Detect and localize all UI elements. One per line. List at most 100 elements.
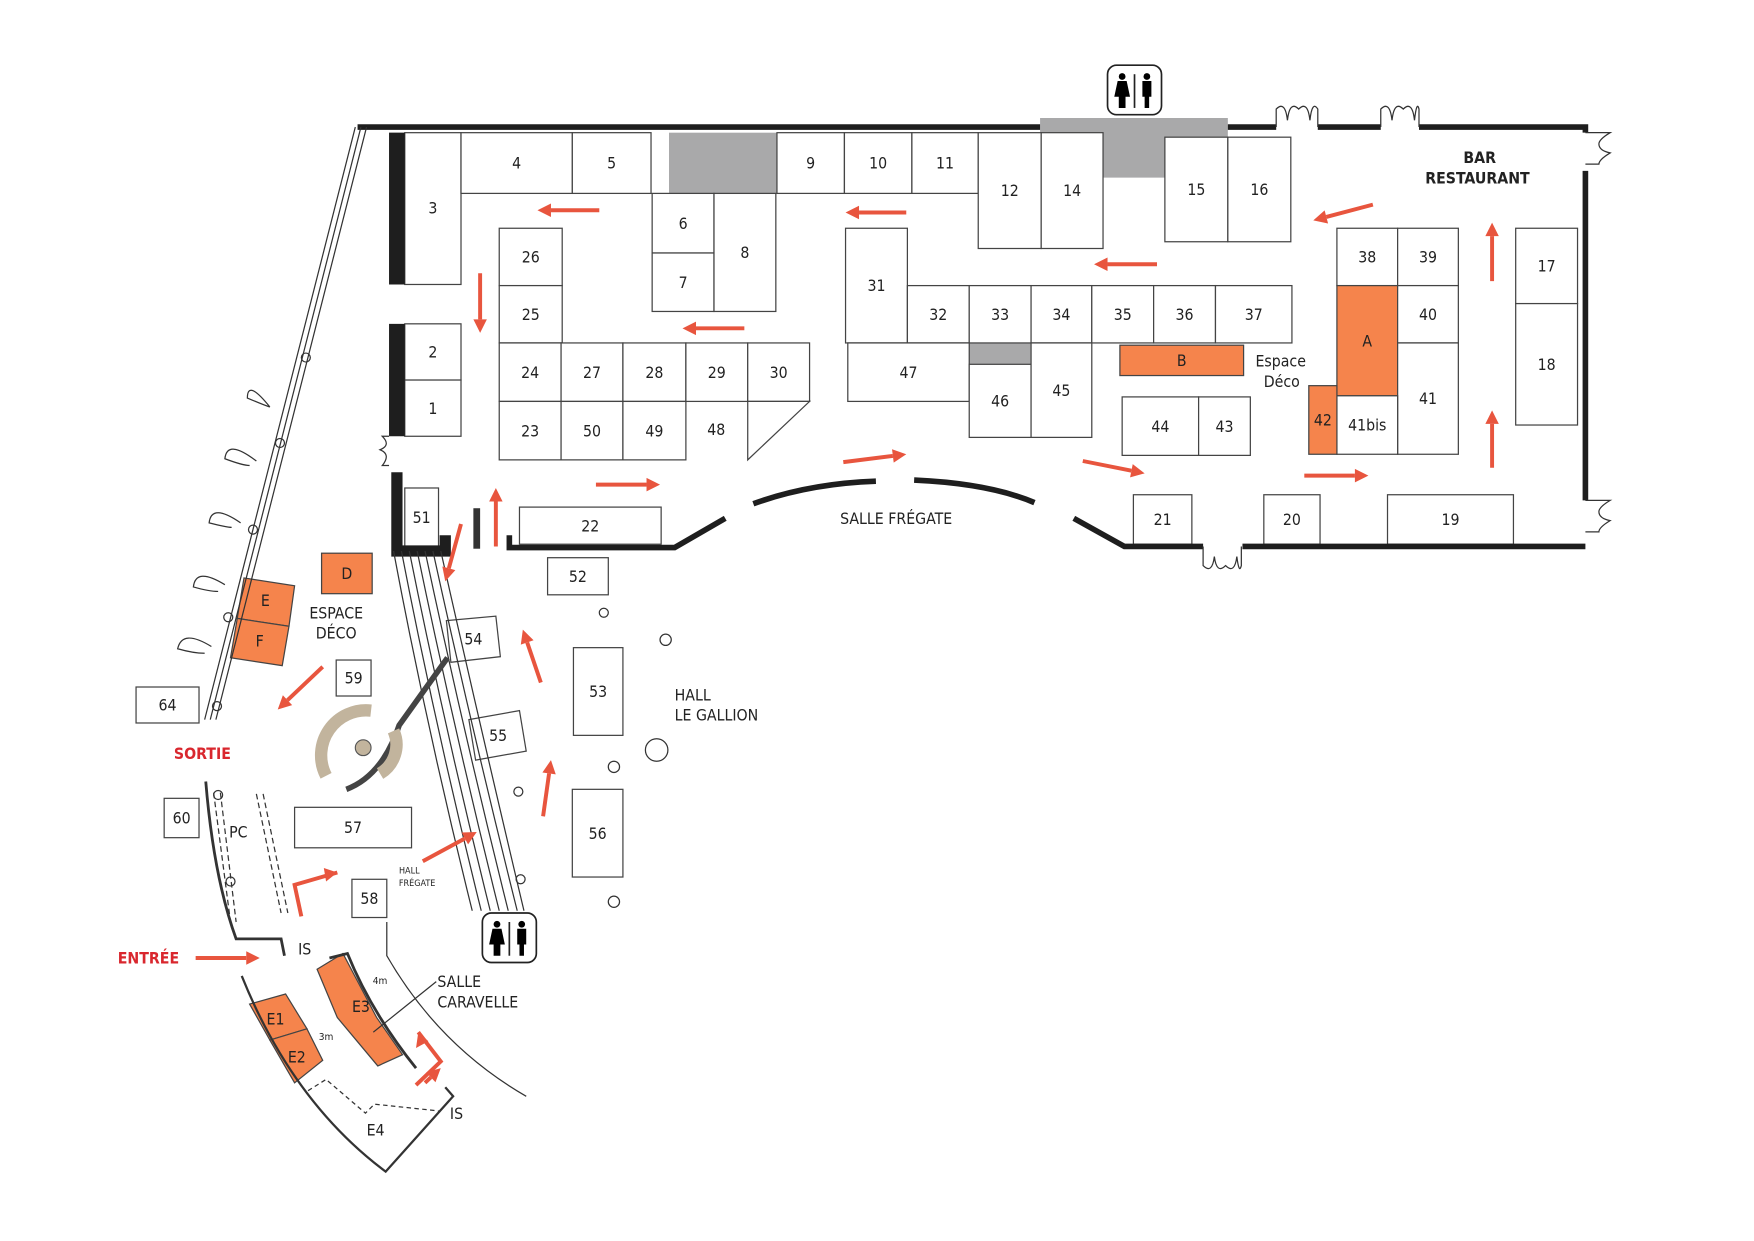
booth-20[interactable]: 20 <box>1263 494 1321 545</box>
booth-40[interactable]: 40 <box>1397 284 1459 344</box>
booth-outline <box>320 552 373 595</box>
booth-7[interactable]: 7 <box>651 252 715 313</box>
booth-29[interactable]: 29 <box>685 342 749 403</box>
booth-30[interactable]: 30 <box>747 342 811 403</box>
booth-46[interactable]: 46 <box>968 363 1032 439</box>
booth-47[interactable]: 47 <box>847 342 970 403</box>
booth-11[interactable]: 11 <box>911 132 979 195</box>
booth-outline <box>293 806 413 849</box>
booth-31[interactable]: 31 <box>844 227 909 344</box>
booth-outline <box>404 379 462 437</box>
booth-E3[interactable]: E3 <box>316 952 404 1067</box>
booth-44[interactable]: 44 <box>1121 396 1200 457</box>
booth-58[interactable]: 58 <box>351 878 388 919</box>
booth-10[interactable]: 10 <box>843 132 913 195</box>
booth-1[interactable]: 1 <box>404 379 462 437</box>
booth-2[interactable]: 2 <box>404 323 462 381</box>
booth-38[interactable]: 38 <box>1336 227 1399 287</box>
booth-outline <box>968 363 1032 439</box>
booth-12[interactable]: 12 <box>977 132 1042 250</box>
booth-23[interactable]: 23 <box>498 400 562 461</box>
booth-22[interactable]: 22 <box>518 506 662 545</box>
booth-41bis[interactable]: 41bis <box>1336 395 1399 455</box>
booth-15[interactable]: 15 <box>1164 136 1229 243</box>
area-label-PC: PC <box>229 823 248 842</box>
booth-F[interactable]: F <box>229 617 290 667</box>
booth-16[interactable]: 16 <box>1227 136 1292 243</box>
direction-arrow <box>520 629 543 684</box>
booth-28[interactable]: 28 <box>622 342 687 403</box>
booth-56[interactable]: 56 <box>571 788 624 878</box>
booth-outline <box>1397 284 1459 344</box>
direction-arrow <box>845 205 907 220</box>
booth-35[interactable]: 35 <box>1091 284 1155 344</box>
booth-label: 15 <box>1187 180 1205 199</box>
booth-41[interactable]: 41 <box>1397 342 1459 455</box>
booth-B[interactable]: B <box>1119 344 1245 377</box>
booth-9[interactable]: 9 <box>776 132 846 195</box>
booth-outline <box>445 615 502 663</box>
booth-17[interactable]: 17 <box>1515 227 1579 305</box>
booth-D[interactable]: D <box>320 552 373 595</box>
booth-27[interactable]: 27 <box>560 342 624 403</box>
booth-37[interactable]: 37 <box>1214 284 1293 344</box>
zone-label-restaurant: RESTAURANT <box>1425 168 1530 187</box>
booth-59[interactable]: 59 <box>335 659 372 697</box>
booth-26[interactable]: 26 <box>498 227 563 287</box>
booth-24[interactable]: 24 <box>498 342 562 403</box>
booth-64[interactable]: 64 <box>135 686 200 724</box>
booth-outline <box>268 1028 324 1084</box>
booth-52[interactable]: 52 <box>546 557 609 596</box>
zone-label-espace-deco-2: DÉCO <box>316 624 357 643</box>
booth-outline <box>229 617 290 667</box>
booth-51[interactable]: 51 <box>404 487 440 548</box>
booth-outline <box>1308 385 1338 455</box>
booth-label: 14 <box>1063 181 1081 200</box>
booth-outline <box>1336 227 1399 287</box>
booth-outline <box>468 709 527 761</box>
booth-19[interactable]: 19 <box>1386 494 1515 545</box>
booth-54[interactable]: 54 <box>445 615 502 663</box>
booth-45[interactable]: 45 <box>1030 342 1093 439</box>
booth-A[interactable]: A <box>1336 284 1399 397</box>
booth-33[interactable]: 33 <box>968 284 1032 344</box>
zone-label-bar: BAR <box>1463 148 1496 167</box>
booth-8[interactable]: 8 <box>713 192 777 313</box>
booth-outline <box>1263 494 1321 545</box>
booth-label: 39 <box>1419 248 1437 267</box>
sculpture <box>314 704 403 779</box>
booth-34[interactable]: 34 <box>1030 284 1093 344</box>
booth-57[interactable]: 57 <box>293 806 413 849</box>
booth-42[interactable]: 42 <box>1308 385 1338 455</box>
booth-4[interactable]: 4 <box>460 132 573 195</box>
booth-39[interactable]: 39 <box>1397 227 1459 287</box>
direction-arrow <box>595 477 661 492</box>
booth-label: 41 <box>1419 389 1437 408</box>
booth-53[interactable]: 53 <box>572 647 624 736</box>
booth-3[interactable]: 3 <box>404 132 462 286</box>
booth-49[interactable]: 49 <box>622 400 687 461</box>
booth-18[interactable]: 18 <box>1515 302 1579 426</box>
booth-25[interactable]: 25 <box>498 284 563 344</box>
booth-E2[interactable]: E2 <box>268 1028 324 1084</box>
booth-label: A <box>1362 331 1372 350</box>
booth-6[interactable]: 6 <box>651 192 715 254</box>
booth-14[interactable]: 14 <box>1040 132 1104 250</box>
booth-32[interactable]: 32 <box>906 284 970 344</box>
booth-36[interactable]: 36 <box>1153 284 1217 344</box>
booth-21[interactable]: 21 <box>1132 494 1193 545</box>
booth-48[interactable]: 48 <box>707 400 812 462</box>
booth-label: 6 <box>679 214 688 233</box>
booth-outline <box>847 342 970 403</box>
zone-label-hall-gallion: HALL <box>675 686 711 705</box>
direction-arrow <box>1485 222 1499 282</box>
booth-outline <box>844 227 909 344</box>
booth-43[interactable]: 43 <box>1197 396 1251 457</box>
booth-E1[interactable]: E1 <box>248 993 308 1041</box>
booth-5[interactable]: 5 <box>571 132 652 195</box>
booth-label: 38 <box>1358 248 1376 267</box>
booth-60[interactable]: 60 <box>163 797 200 839</box>
booth-55[interactable]: 55 <box>468 709 527 761</box>
booth-50[interactable]: 50 <box>560 400 624 461</box>
booth-label: 24 <box>521 363 539 382</box>
